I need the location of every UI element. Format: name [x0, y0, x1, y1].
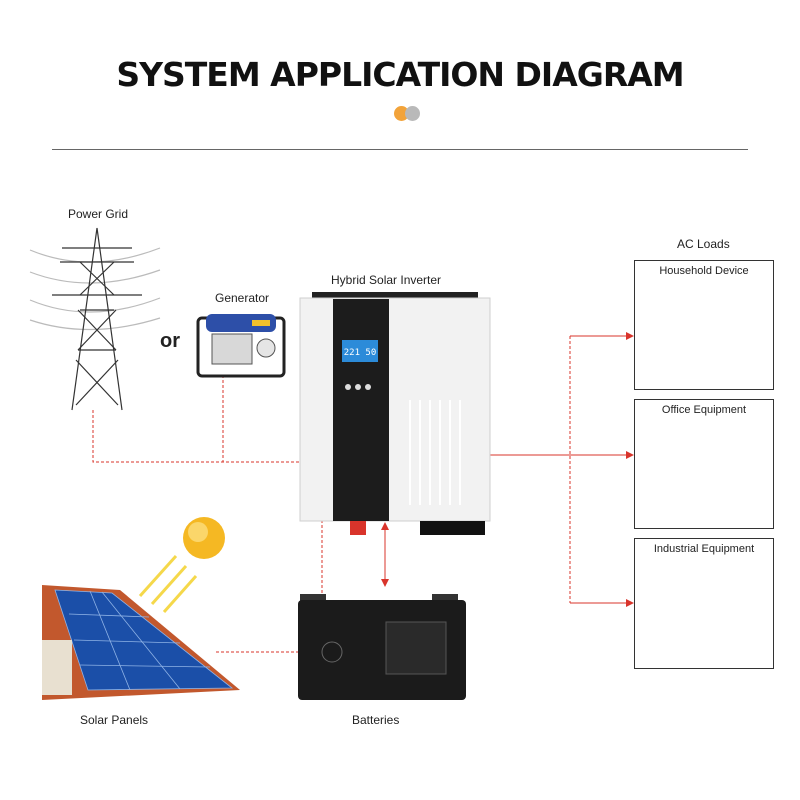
inverter-icon: 221 50: [299, 292, 491, 535]
or-label: or: [160, 330, 180, 352]
solar-panel-icon: [42, 585, 240, 700]
page-title: SYSTEM APPLICATION DIAGRAM: [116, 55, 684, 94]
generator-label: Generator: [215, 291, 270, 305]
inverter-label: Hybrid Solar Inverter: [331, 273, 442, 287]
batteries-label: Batteries: [352, 713, 400, 727]
power-tower-icon: [29, 227, 161, 411]
generator-icon: [196, 314, 286, 378]
battery-icon: [298, 594, 466, 700]
household-device-box: Household Device: [634, 260, 774, 390]
office-equipment-label: Office Equipment: [661, 404, 747, 416]
title-divider: [52, 149, 748, 150]
title-dots: [394, 106, 424, 122]
industrial-equipment-box: Industrial Equipment: [634, 538, 774, 669]
office-equipment-box: Office Equipment: [634, 399, 774, 529]
power-grid-label: Power Grid: [68, 207, 129, 221]
industrial-equipment-label: Industrial Equipment: [653, 543, 755, 555]
solar-panels-label: Solar Panels: [80, 713, 149, 727]
ac-loads-label: AC Loads: [677, 237, 730, 251]
gray-dot: [405, 106, 420, 121]
inverter-display-readout: 221 50: [344, 348, 377, 358]
sun-icon: [138, 517, 225, 613]
household-device-label: Household Device: [659, 265, 749, 277]
